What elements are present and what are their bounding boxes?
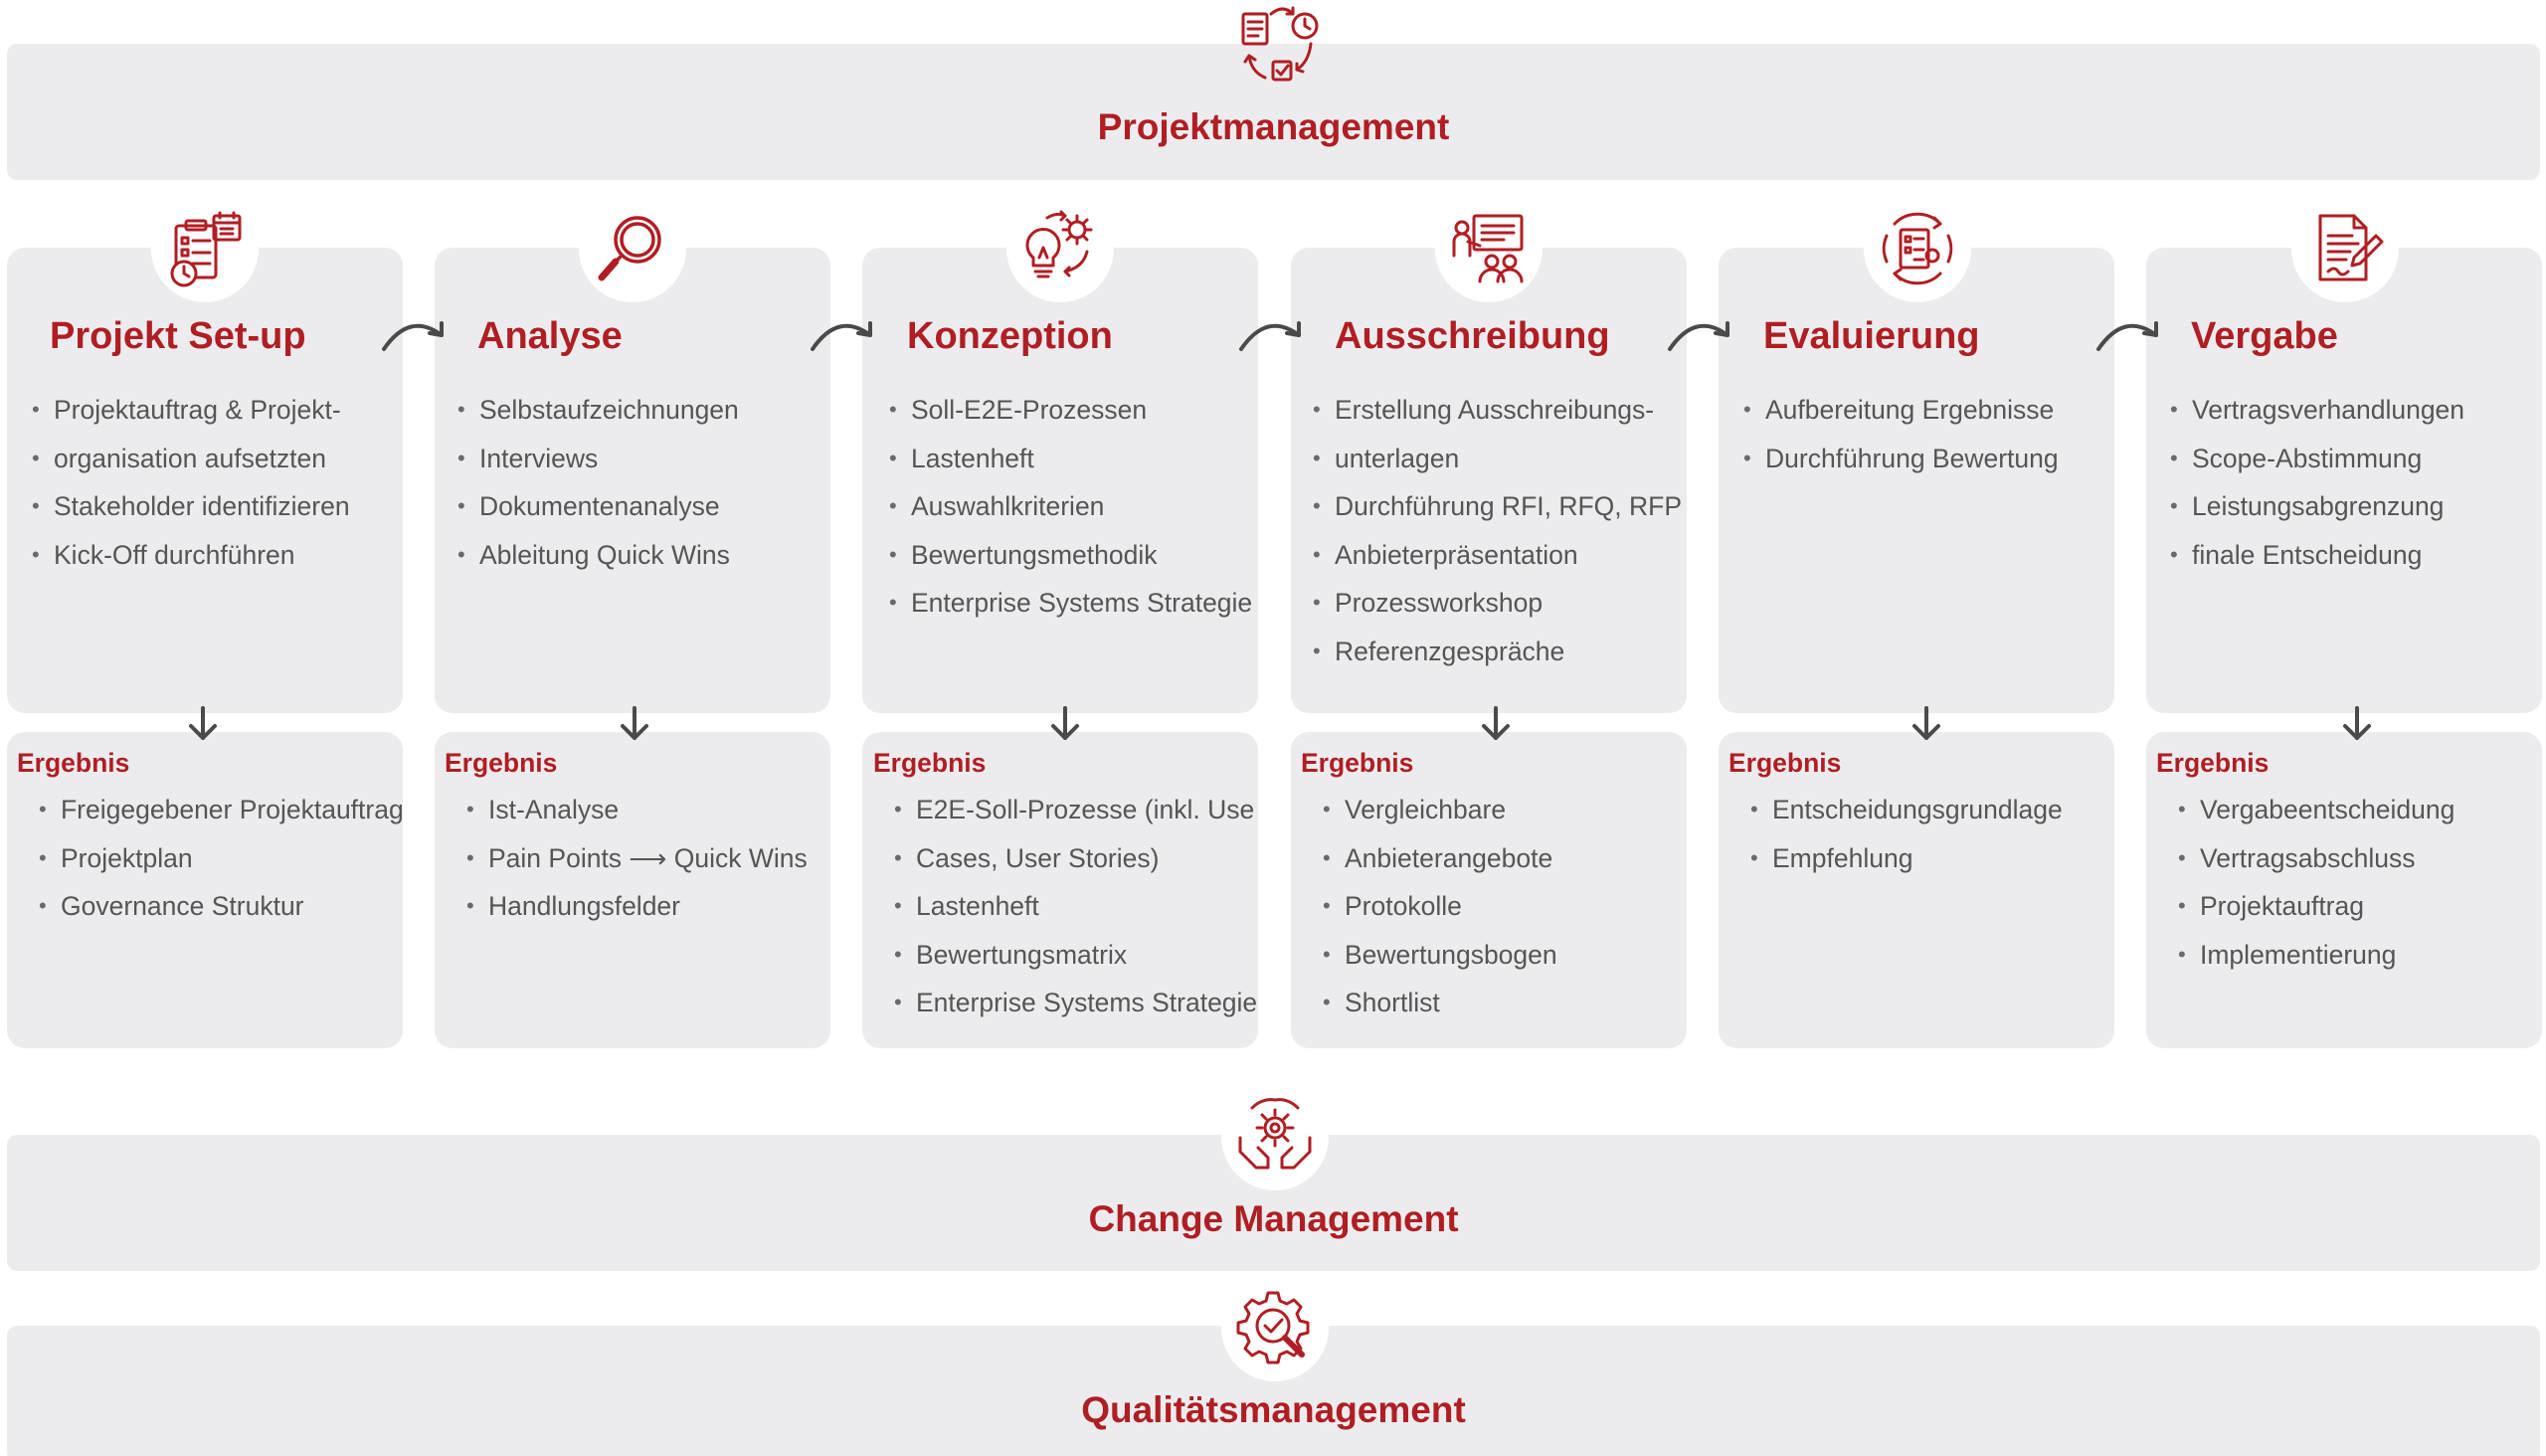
list-item: Enterprise Systems Strategie: [889, 579, 1252, 628]
list-item: Pain Points ⟶ Quick Wins: [466, 834, 808, 883]
list-item: Lastenheft: [889, 435, 1252, 483]
list-item: Bewertungsmatrix: [894, 931, 1257, 980]
list-item: Referenzgespräche: [1313, 628, 1682, 676]
list-item: Freigegebener Projektauftrag: [39, 786, 404, 834]
list-item: organisation aufsetzten: [32, 435, 350, 483]
list-item: Vergleichbare: [1323, 786, 1557, 834]
presentation-icon: [1435, 195, 1543, 302]
qualitaetsmanagement-title: Qualitätsmanagement: [1081, 1389, 1466, 1430]
phase-title-konzeption: Konzeption: [907, 315, 1113, 357]
list-item: Soll-E2E-Prozessen: [889, 386, 1252, 435]
list-item: Anbieterangebote: [1323, 834, 1557, 883]
down-arrow-icon: [2343, 706, 2371, 740]
list-item: Enterprise Systems Strategie: [894, 979, 1257, 1027]
result-items-analyse: Ist-Analyse Pain Points ⟶ Quick Wins Han…: [466, 786, 808, 931]
curved-arrow-icon: [382, 321, 444, 351]
list-item: Ableitung Quick Wins: [457, 531, 739, 580]
contract-icon: [2291, 195, 2399, 302]
list-item: Interviews: [457, 435, 739, 483]
magnifier-icon: [579, 195, 686, 302]
result-items-konzeption: E2E-Soll-Prozesse (inkl. Use Cases, User…: [894, 786, 1257, 1027]
result-items-vergabe: Vergabeentscheidung Vertragsabschluss Pr…: [2178, 786, 2455, 979]
list-item: Bewertungsmethodik: [889, 531, 1252, 580]
phase-title-vergabe: Vergabe: [2191, 315, 2338, 357]
result-label-projekt-setup: Ergebnis: [17, 748, 130, 778]
phase-items-projekt-setup: Projektauftrag & Projekt- organisation a…: [32, 386, 350, 579]
list-item: unterlagen: [1313, 435, 1682, 483]
list-item: Prozessworkshop: [1313, 579, 1682, 628]
result-label-konzeption: Ergebnis: [873, 748, 987, 778]
result-label-evaluierung: Ergebnis: [1728, 748, 1842, 778]
phase-items-ausschreibung: Erstellung Ausschreibungs- unterlagen Du…: [1313, 386, 1682, 675]
list-item: Durchführung RFI, RFQ, RFP: [1313, 482, 1682, 531]
list-item: Aufbereitung Ergebnisse: [1743, 386, 2059, 435]
result-label-vergabe: Ergebnis: [2156, 748, 2270, 778]
phase-title-projekt-setup: Projekt Set-up: [50, 315, 306, 357]
result-items-ausschreibung: Vergleichbare Anbieterangebote Protokoll…: [1323, 786, 1557, 1027]
result-label-analyse: Ergebnis: [445, 748, 558, 778]
result-label-ausschreibung: Ergebnis: [1301, 748, 1414, 778]
down-arrow-icon: [621, 706, 648, 740]
list-item: Lastenheft: [894, 882, 1257, 931]
down-arrow-icon: [1482, 706, 1510, 740]
phase-items-evaluierung: Aufbereitung Ergebnisse Durchführung Bew…: [1743, 386, 2059, 482]
list-item: Selbstaufzeichnungen: [457, 386, 739, 435]
list-item: Projektauftrag & Projekt-: [32, 386, 350, 435]
evaluation-icon: [1864, 195, 1971, 302]
list-item: Anbieterpräsentation: [1313, 531, 1682, 580]
list-item: Stakeholder identifizieren: [32, 482, 350, 531]
idea-gear-icon: [1006, 195, 1114, 302]
change-management-title: Change Management: [1088, 1198, 1459, 1239]
hands-gear-icon: [1221, 1083, 1329, 1190]
list-item: Scope-Abstimmung: [2170, 435, 2464, 483]
phase-items-konzeption: Soll-E2E-Prozessen Lastenheft Auswahlkri…: [889, 386, 1252, 628]
list-item: Auswahlkriterien: [889, 482, 1252, 531]
list-item: Handlungsfelder: [466, 882, 808, 931]
list-item: finale Entscheidung: [2170, 531, 2464, 580]
curved-arrow-icon: [1668, 321, 1729, 351]
curved-arrow-icon: [2096, 321, 2158, 351]
list-item: Ist-Analyse: [466, 786, 808, 834]
phase-title-evaluierung: Evaluierung: [1763, 315, 1980, 357]
list-item: Dokumentenanalyse: [457, 482, 739, 531]
phase-title-ausschreibung: Ausschreibung: [1335, 315, 1610, 357]
phase-title-analyse: Analyse: [477, 315, 623, 357]
list-item: Projektplan: [39, 834, 404, 883]
list-item: Durchführung Bewertung: [1743, 435, 2059, 483]
result-items-evaluierung: Entscheidungsgrundlage Empfehlung: [1750, 786, 2063, 882]
list-item: Kick-Off durchführen: [32, 531, 350, 580]
list-item: Vertragsabschluss: [2178, 834, 2455, 883]
phase-items-analyse: Selbstaufzeichnungen Interviews Dokument…: [457, 386, 739, 579]
down-arrow-icon: [1051, 706, 1079, 740]
down-arrow-icon: [189, 706, 217, 740]
curved-arrow-icon: [1239, 321, 1301, 351]
list-item: Projektauftrag: [2178, 882, 2455, 931]
list-item: Entscheidungsgrundlage: [1750, 786, 2063, 834]
list-item: Empfehlung: [1750, 834, 2063, 883]
list-item: E2E-Soll-Prozesse (inkl. Use: [894, 786, 1257, 834]
list-item: Cases, User Stories): [894, 834, 1257, 883]
list-item: Shortlist: [1323, 979, 1557, 1027]
list-item: Implementierung: [2178, 931, 2455, 980]
list-item: Governance Struktur: [39, 882, 404, 931]
project-setup-icon: [151, 195, 259, 302]
list-item: Erstellung Ausschreibungs-: [1313, 386, 1682, 435]
list-item: Leistungsabgrenzung: [2170, 482, 2464, 531]
list-item: Protokolle: [1323, 882, 1557, 931]
down-arrow-icon: [1912, 706, 1940, 740]
result-card-evaluierung: [1719, 732, 2114, 1048]
phase-items-vergabe: Vertragsverhandlungen Scope-Abstimmung L…: [2170, 386, 2464, 579]
curved-arrow-icon: [811, 321, 872, 351]
result-items-projekt-setup: Freigegebener Projektauftrag Projektplan…: [39, 786, 404, 931]
list-item: Vertragsverhandlungen: [2170, 386, 2464, 435]
projektmanagement-title: Projektmanagement: [1097, 106, 1450, 147]
quality-gear-icon: [1221, 1274, 1329, 1381]
project-cycle-icon: [1229, 0, 1329, 90]
list-item: Vergabeentscheidung: [2178, 786, 2455, 834]
list-item: Bewertungsbogen: [1323, 931, 1557, 980]
